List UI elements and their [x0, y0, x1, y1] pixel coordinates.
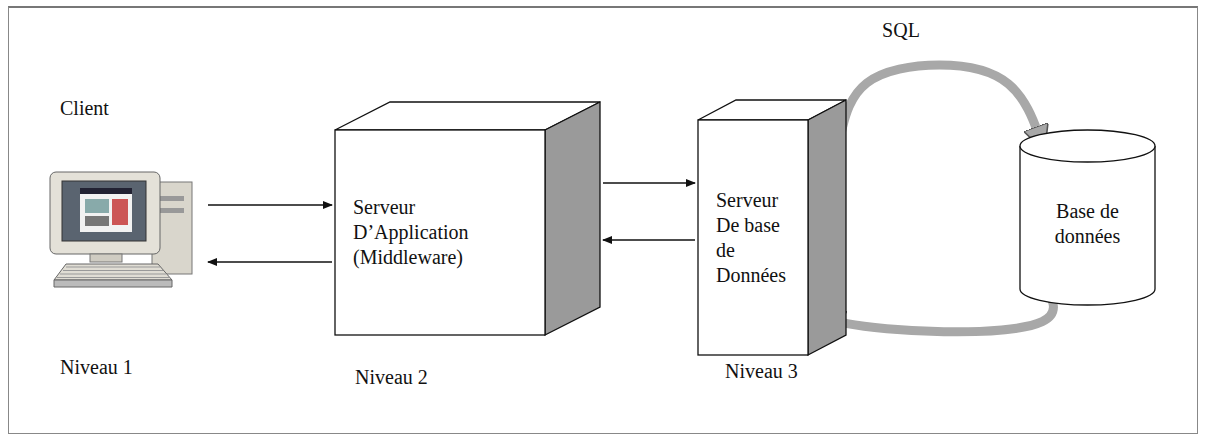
sql-arrow	[840, 65, 1042, 144]
node-label: Base de données	[1030, 199, 1145, 249]
cube-outline	[335, 102, 600, 335]
tier-label: Niveau 3	[725, 360, 798, 383]
edge-label: SQL	[879, 19, 923, 42]
node-label: Serveur De base de Données	[716, 188, 790, 288]
flow-arrow	[603, 239, 695, 240]
server-cube: Serveur De base de Données	[698, 100, 846, 355]
computer-illustration	[40, 168, 205, 293]
database-cylinder: Base de données	[1020, 130, 1155, 305]
client-computer: Client	[40, 168, 205, 293]
node-label: Serveur D’Application (Middleware)	[353, 195, 527, 270]
client-label: Client	[60, 96, 109, 121]
tier-label: Niveau 1	[60, 356, 133, 379]
server-cube: Serveur D’Application (Middleware)	[335, 102, 600, 335]
sql-arrow	[835, 287, 1054, 332]
tier-label: Niveau 2	[355, 366, 428, 389]
flow-arrow	[208, 261, 332, 262]
flow-arrow	[603, 182, 695, 183]
flow-arrow	[208, 204, 332, 205]
